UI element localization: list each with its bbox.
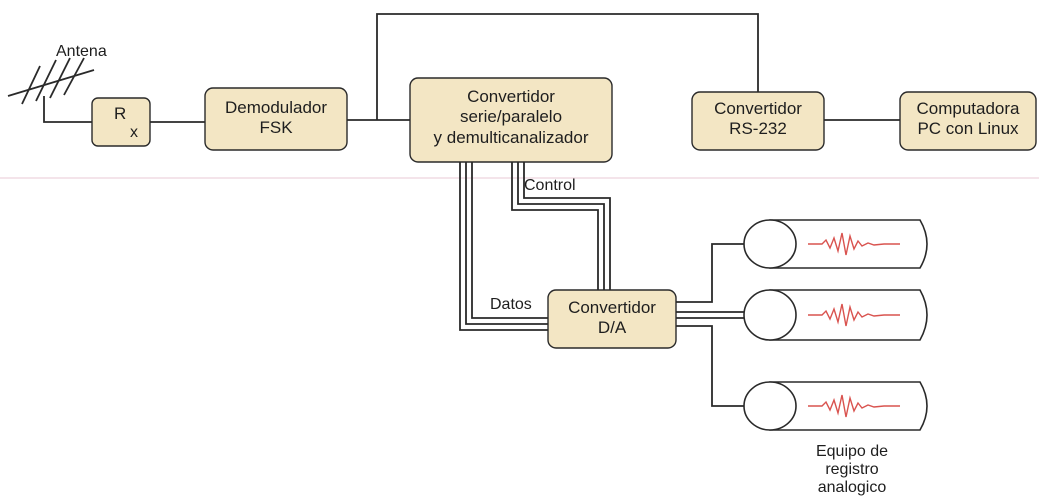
data-bus: Datos: [459, 162, 548, 331]
serial-parallel-label-2: serie/paralelo: [460, 107, 562, 126]
recorders-caption: Equipo de registro analogico: [816, 443, 888, 496]
serial-parallel-label-1: Convertidor: [467, 87, 555, 106]
computer-label-1: Computadora: [916, 99, 1020, 118]
seismogram-2: [808, 303, 900, 327]
receiver-sub-label: x: [130, 124, 138, 141]
receiver-block: R x: [91, 97, 151, 147]
recorders-caption-1: Equipo de: [816, 443, 888, 460]
recorder-3: [743, 381, 928, 431]
control-bus: Control: [511, 162, 611, 292]
antenna-label: Antena: [56, 43, 107, 60]
recorder-wiring: [676, 243, 746, 407]
seismogram-1: [808, 232, 900, 256]
recorder-1: [743, 219, 928, 269]
recorder-2: [743, 289, 928, 341]
seismogram-3: [808, 394, 900, 418]
data-label: Datos: [490, 296, 532, 313]
antenna: Antena: [7, 43, 107, 123]
antenna-icon: [7, 57, 95, 123]
rs232-label-1: Convertidor: [714, 99, 802, 118]
demodulator-box: [204, 87, 348, 151]
control-label: Control: [524, 177, 576, 194]
computer-box: [899, 91, 1037, 151]
dac-label-2: D/A: [598, 318, 627, 337]
demodulator-label-1: Demodulador: [225, 98, 327, 117]
computer-block: Computadora PC con Linux: [899, 91, 1037, 151]
dac-box: [547, 289, 677, 349]
wire-top-bus: [376, 13, 759, 120]
demodulator-block: Demodulador FSK: [204, 87, 348, 151]
receiver-label: R: [114, 104, 126, 123]
rs232-block: Convertidor RS-232: [691, 91, 825, 151]
rs232-box: [691, 91, 825, 151]
dac-block: Convertidor D/A: [547, 289, 677, 349]
demodulator-label-2: FSK: [259, 118, 293, 137]
serial-parallel-box: [409, 77, 613, 163]
computer-label-2: PC con Linux: [917, 119, 1019, 138]
dac-label-1: Convertidor: [568, 298, 656, 317]
recorders-caption-2: registro: [825, 461, 878, 478]
rs232-label-2: RS-232: [729, 119, 787, 138]
serial-parallel-block: Convertidor serie/paralelo y demulticana…: [409, 77, 613, 163]
recorders-caption-3: analogico: [818, 479, 887, 496]
serial-parallel-label-3: y demulticanalizador: [434, 128, 589, 147]
